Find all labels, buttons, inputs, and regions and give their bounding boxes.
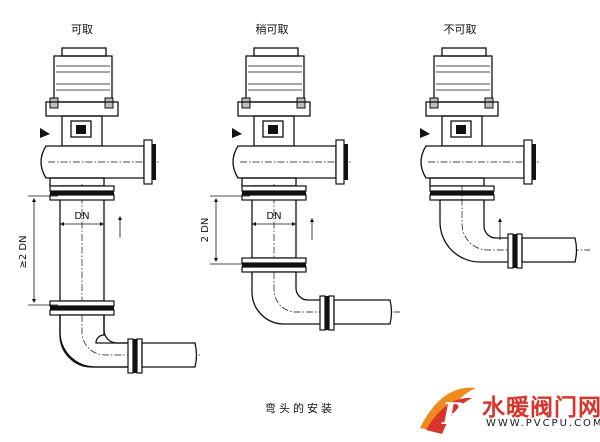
pump-motor-3 (420, 47, 499, 147)
label-recommended: 可取 (71, 23, 93, 36)
pump-volute-2 (232, 139, 352, 187)
pump-motor-2 (232, 47, 311, 147)
pipe-diameter-label-1: DN (74, 211, 89, 222)
pipe-diameter-label-2: DN (266, 211, 281, 222)
spacing-dimension-label-2: 2 DN (200, 218, 211, 243)
dimension-1 (28, 195, 122, 306)
pump-motor-1 (40, 47, 119, 147)
dimension-2 (210, 195, 314, 265)
elbow-3 (429, 185, 590, 269)
pump-volute-1 (40, 139, 160, 187)
watermark-url-text: WWW.PVCPU.COM (486, 418, 600, 429)
elbow-2 (251, 271, 400, 331)
pump-volute-3 (420, 139, 540, 187)
diagram-caption: 弯头的安装 (265, 401, 335, 415)
label-less-recommended: 稍可取 (256, 22, 289, 36)
variant-1-pump-assembly (28, 47, 200, 374)
site-watermark: P 水暖阀门网 WWW.PVCPU.COM (412, 378, 600, 442)
suction-pipe-2 (241, 184, 307, 273)
watermark-logo-icon: P (420, 387, 476, 434)
label-not-recommended: 不可取 (444, 23, 477, 36)
watermark-logo-letter: P (441, 397, 466, 432)
elbow-1 (59, 314, 200, 374)
variant-3-pump-assembly (420, 47, 590, 269)
spacing-dimension-label-1: ≥2 DN (18, 235, 29, 268)
suction-pipe-1 (49, 184, 115, 316)
watermark-brand-text: 水暖阀门网 (482, 395, 600, 421)
variant-2-pump-assembly (210, 47, 400, 331)
